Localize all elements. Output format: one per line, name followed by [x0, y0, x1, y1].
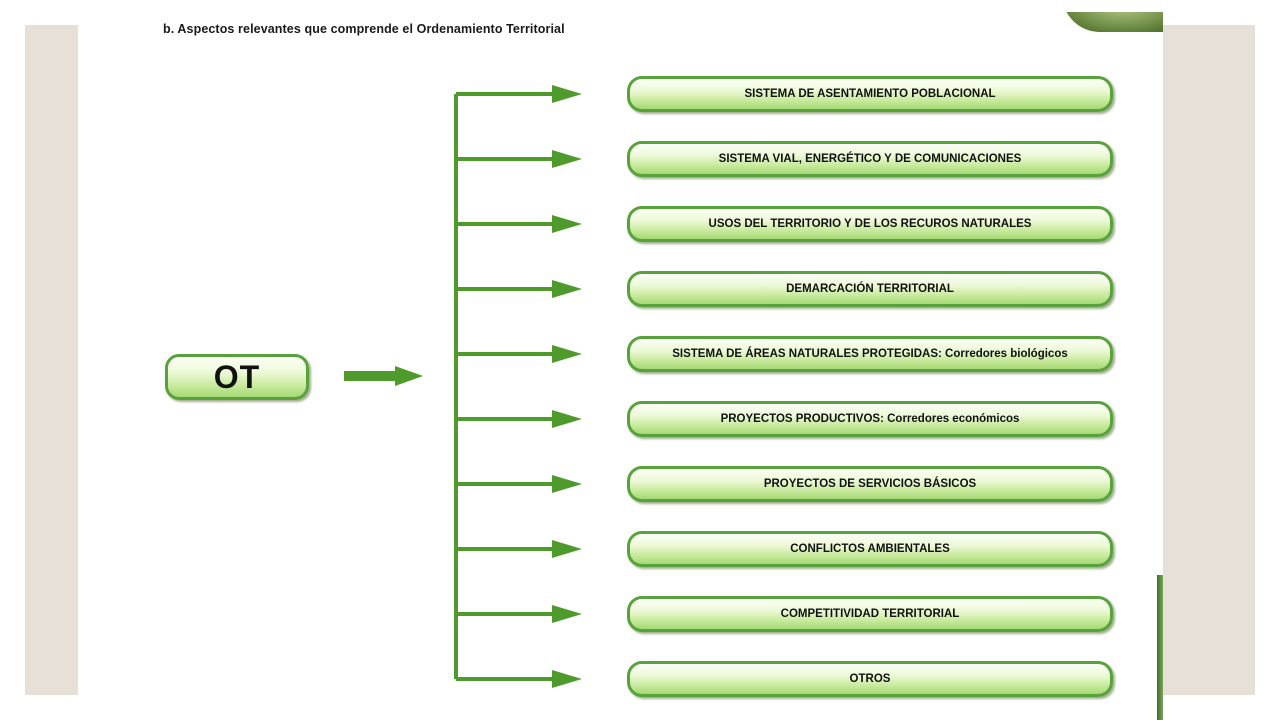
branch-arrowhead: [552, 150, 582, 168]
aspect-node: SISTEMA VIAL, ENERGÉTICO Y DE COMUNICACI…: [627, 141, 1113, 177]
aspect-node: CONFLICTOS AMBIENTALES: [627, 531, 1113, 567]
aspect-node: USOS DEL TERRITORIO Y DE LOS RECUROS NAT…: [627, 206, 1113, 242]
aspect-node-label: SISTEMA DE ÁREAS NATURALES PROTEGIDAS: C…: [672, 348, 1068, 360]
root-arrow: [344, 366, 423, 386]
root-node: OT: [165, 354, 309, 400]
aspect-node-label: PROYECTOS DE SERVICIOS BÁSICOS: [763, 478, 977, 490]
diagram-heading: b. Aspectos relevantes que comprende el …: [163, 22, 565, 36]
aspect-node-label: SISTEMA VIAL, ENERGÉTICO Y DE COMUNICACI…: [718, 153, 1022, 165]
aspect-node: PROYECTOS PRODUCTIVOS: Corredores económ…: [627, 401, 1113, 437]
aspect-node-label: OTROS: [849, 673, 891, 685]
left-side-panel: [25, 25, 78, 695]
aspect-node: COMPETITIVIDAD TERRITORIAL: [627, 596, 1113, 632]
aspect-node-label: USOS DEL TERRITORIO Y DE LOS RECUROS NAT…: [708, 218, 1032, 230]
aspect-node-label: PROYECTOS PRODUCTIVOS: Corredores económ…: [720, 413, 1020, 425]
branch-arrowhead: [552, 605, 582, 623]
aspect-node-label: DEMARCACIÓN TERRITORIAL: [786, 283, 954, 295]
branch-arrowhead: [552, 475, 582, 493]
aspect-node: PROYECTOS DE SERVICIOS BÁSICOS: [627, 466, 1113, 502]
aspect-node: OTROS: [627, 661, 1113, 697]
corner-decoration: [1062, 12, 1163, 34]
branch-arrowhead: [552, 215, 582, 233]
branch-arrowhead: [552, 410, 582, 428]
root-node-label: OT: [213, 358, 261, 395]
aspect-node: SISTEMA DE ASENTAMIENTO POBLACIONAL: [627, 76, 1113, 112]
branch-arrowhead: [552, 540, 582, 558]
branch-arrowhead: [552, 345, 582, 363]
aspect-node-label: CONFLICTOS AMBIENTALES: [790, 543, 950, 555]
branch-arrowhead: [552, 670, 582, 688]
aspect-node-label: COMPETITIVIDAD TERRITORIAL: [780, 608, 960, 620]
aspect-node-label: SISTEMA DE ASENTAMIENTO POBLACIONAL: [744, 88, 996, 100]
right-side-panel: [1163, 25, 1255, 695]
branch-arrowhead: [552, 280, 582, 298]
branch-arrowhead: [552, 85, 582, 103]
aspect-node: SISTEMA DE ÁREAS NATURALES PROTEGIDAS: C…: [627, 336, 1113, 372]
edge-decoration: [1157, 575, 1163, 720]
aspect-node: DEMARCACIÓN TERRITORIAL: [627, 271, 1113, 307]
